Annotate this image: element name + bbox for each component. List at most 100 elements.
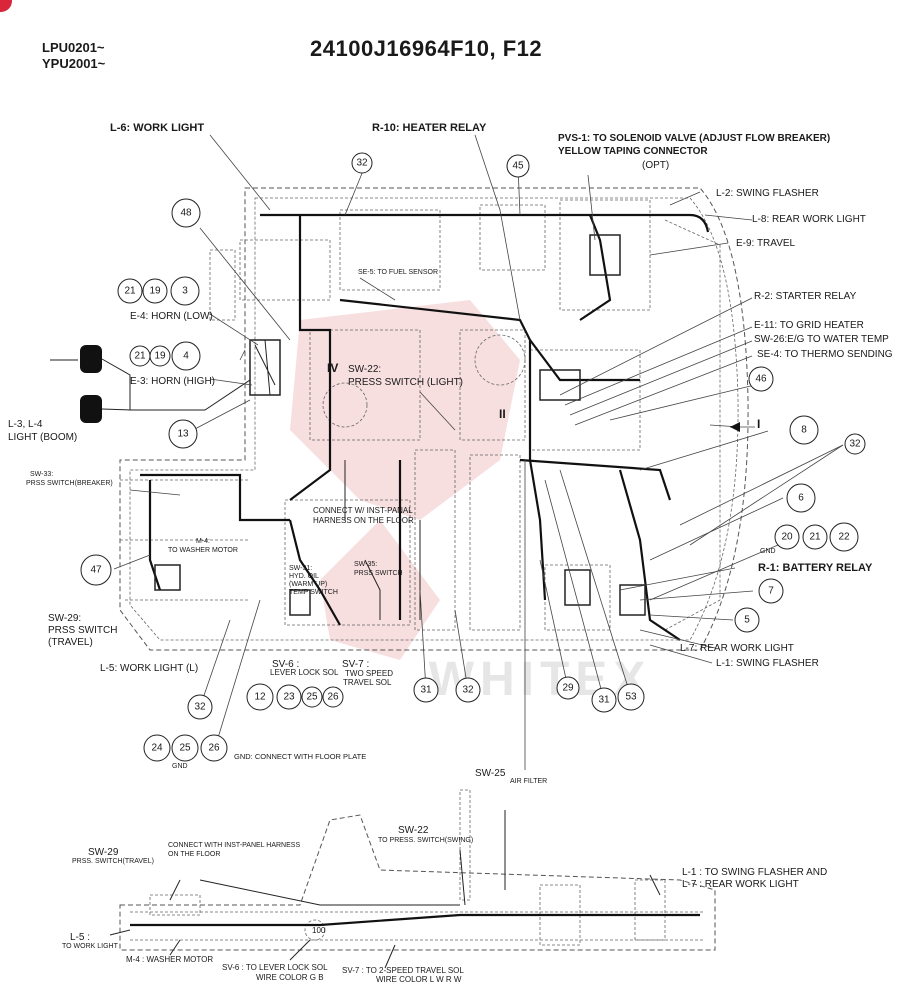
callout-32-right: 32 [844, 433, 866, 455]
lower-label-sw22: SW-22 [398, 825, 429, 836]
svg-text:19: 19 [149, 286, 161, 297]
boom-lights [50, 345, 251, 423]
lower-label-sw25: SW-25 [475, 768, 506, 779]
label-l1-swing-flasher: L-1: SWING FLASHER [716, 658, 819, 669]
svg-text:32: 32 [462, 685, 474, 696]
label-e4-horn-low: E-4: HORN (LOW) [130, 311, 213, 322]
lower-label-m4: M-4 : WASHER MOTOR [126, 955, 213, 964]
label-roman-i: I [757, 417, 760, 431]
svg-text:22: 22 [838, 532, 850, 543]
label-sw31: SW-31: [289, 565, 312, 572]
label-gnd-floor-plate: GND: CONNECT WITH FLOOR PLATE [234, 752, 366, 761]
svg-text:7: 7 [768, 586, 774, 597]
label-sw35: SW-35: [354, 561, 377, 568]
label-e9-travel: E-9: TRAVEL [736, 238, 796, 249]
watermark-logo [290, 300, 520, 660]
label-sw33-desc: PRSS SWITCH(BREAKER) [26, 480, 113, 487]
svg-text:5: 5 [744, 615, 750, 626]
label-sw31-warm: (WARM UP) [289, 581, 327, 588]
lower-label-sw29: SW-29 [88, 847, 119, 858]
label-sv7: SV-7 : [342, 659, 369, 670]
label-m4-desc: TO WASHER MOTOR [168, 547, 238, 554]
svg-text:29: 29 [562, 683, 574, 694]
svg-text:21: 21 [134, 351, 146, 362]
label-gnd: GND [760, 548, 776, 555]
label-sv7-two-speed: TWO SPEED [345, 669, 393, 678]
label-e3-horn-high: E-3: HORN (HIGH) [130, 376, 215, 387]
svg-text:53: 53 [625, 692, 637, 703]
label-l5-work-light: L-5: WORK LIGHT (L) [100, 663, 198, 674]
lower-label-sv7-color: WIRE COLOR L W R W [376, 975, 462, 984]
callout-13: 13 [168, 419, 198, 449]
label-connect-floor: HARNESS ON THE FLOOR [313, 516, 414, 525]
callout-32-mid: 32 [455, 677, 481, 703]
svg-text:32: 32 [194, 702, 206, 713]
label-sv6-desc: LEVER LOCK SOL [270, 668, 339, 677]
label-sv7-travel-sol: TRAVEL SOL [343, 678, 392, 687]
callout-21c: 21 [802, 524, 828, 550]
svg-text:3: 3 [182, 286, 188, 297]
label-roman-ii: II [499, 407, 506, 421]
label-sw29: SW-29: [48, 613, 81, 624]
label-sv6: SV-6 : [272, 659, 299, 670]
callout-20: 20 [774, 524, 800, 550]
svg-text:19: 19 [154, 351, 166, 362]
svg-text:26: 26 [208, 743, 220, 754]
lower-boss-number: 100 [312, 926, 326, 935]
label-e11-grid-heater: E-11: TO GRID HEATER [754, 320, 864, 331]
label-sw22-desc: PRESS SWITCH (LIGHT) [348, 377, 463, 388]
svg-text:20: 20 [781, 532, 793, 543]
callout-32-left: 32 [187, 694, 213, 720]
callout-46: 46 [748, 366, 774, 392]
callout-48: 48 [171, 198, 201, 228]
label-l7-rear-work-light: L-7: REAR WORK LIGHT [680, 643, 794, 654]
label-pvs1-connector: YELLOW TAPING CONNECTOR [558, 146, 708, 157]
label-sw22: SW-22: [348, 364, 381, 375]
label-m4: M-4: [196, 538, 210, 545]
lower-label-air-filter: AIR FILTER [510, 778, 547, 785]
label-l3-l4: L-3, L-4 [8, 419, 43, 430]
label-se4-thermo: SE-4: TO THERMO SENDING [757, 349, 893, 360]
label-sw33: SW-33: [30, 471, 53, 478]
label-r10-heater-relay: R-10: HEATER RELAY [372, 122, 487, 134]
callout-26b: 26 [200, 734, 228, 762]
callout-24: 24 [143, 734, 171, 762]
lower-label-sv6-color: WIRE COLOR G B [256, 973, 324, 982]
boom-light-2-icon [80, 395, 102, 423]
callout-4: 4 [171, 341, 201, 371]
serial-range-2: YPU2001~ [42, 56, 106, 71]
callout-3: 3 [170, 276, 200, 306]
main-harness [140, 213, 710, 641]
label-sw26-water-temp: SW-26:E/G TO WATER TEMP [754, 334, 889, 345]
svg-text:4: 4 [183, 351, 189, 362]
callout-53: 53 [617, 683, 645, 711]
lower-label-sv7: SV-7 : TO 2-SPEED TRAVEL SOL [342, 966, 464, 975]
label-sw29-travel: (TRAVEL) [48, 637, 93, 648]
callout-19b: 19 [149, 345, 171, 367]
callout-25a: 25 [301, 686, 323, 708]
label-gnd-small: GND [172, 763, 188, 770]
label-pvs1-opt: (OPT) [642, 160, 669, 171]
svg-text:6: 6 [798, 493, 804, 504]
svg-text:23: 23 [283, 692, 295, 703]
label-connect-inst-panal: CONNECT W/ INST-PANAL [313, 506, 413, 515]
callout-6: 6 [786, 483, 816, 513]
svg-text:31: 31 [420, 685, 432, 696]
label-roman-iv: IV [327, 361, 338, 375]
callout-31b: 31 [591, 687, 617, 713]
callout-5: 5 [734, 607, 760, 633]
svg-text:8: 8 [801, 425, 807, 436]
svg-text:32: 32 [356, 158, 368, 169]
callout-23: 23 [276, 684, 302, 710]
svg-text:32: 32 [849, 439, 861, 450]
upper-frame [119, 187, 749, 651]
lower-label-l5: L-5 : [70, 932, 90, 943]
label-light-boom: LIGHT (BOOM) [8, 432, 77, 443]
svg-text:21: 21 [809, 532, 821, 543]
svg-text:13: 13 [177, 429, 189, 440]
label-l8-rear-work-light: L-8: REAR WORK LIGHT [752, 214, 866, 225]
callout-45: 45 [506, 154, 530, 178]
label-sw35-desc: PRSS SWITCH [354, 570, 403, 577]
